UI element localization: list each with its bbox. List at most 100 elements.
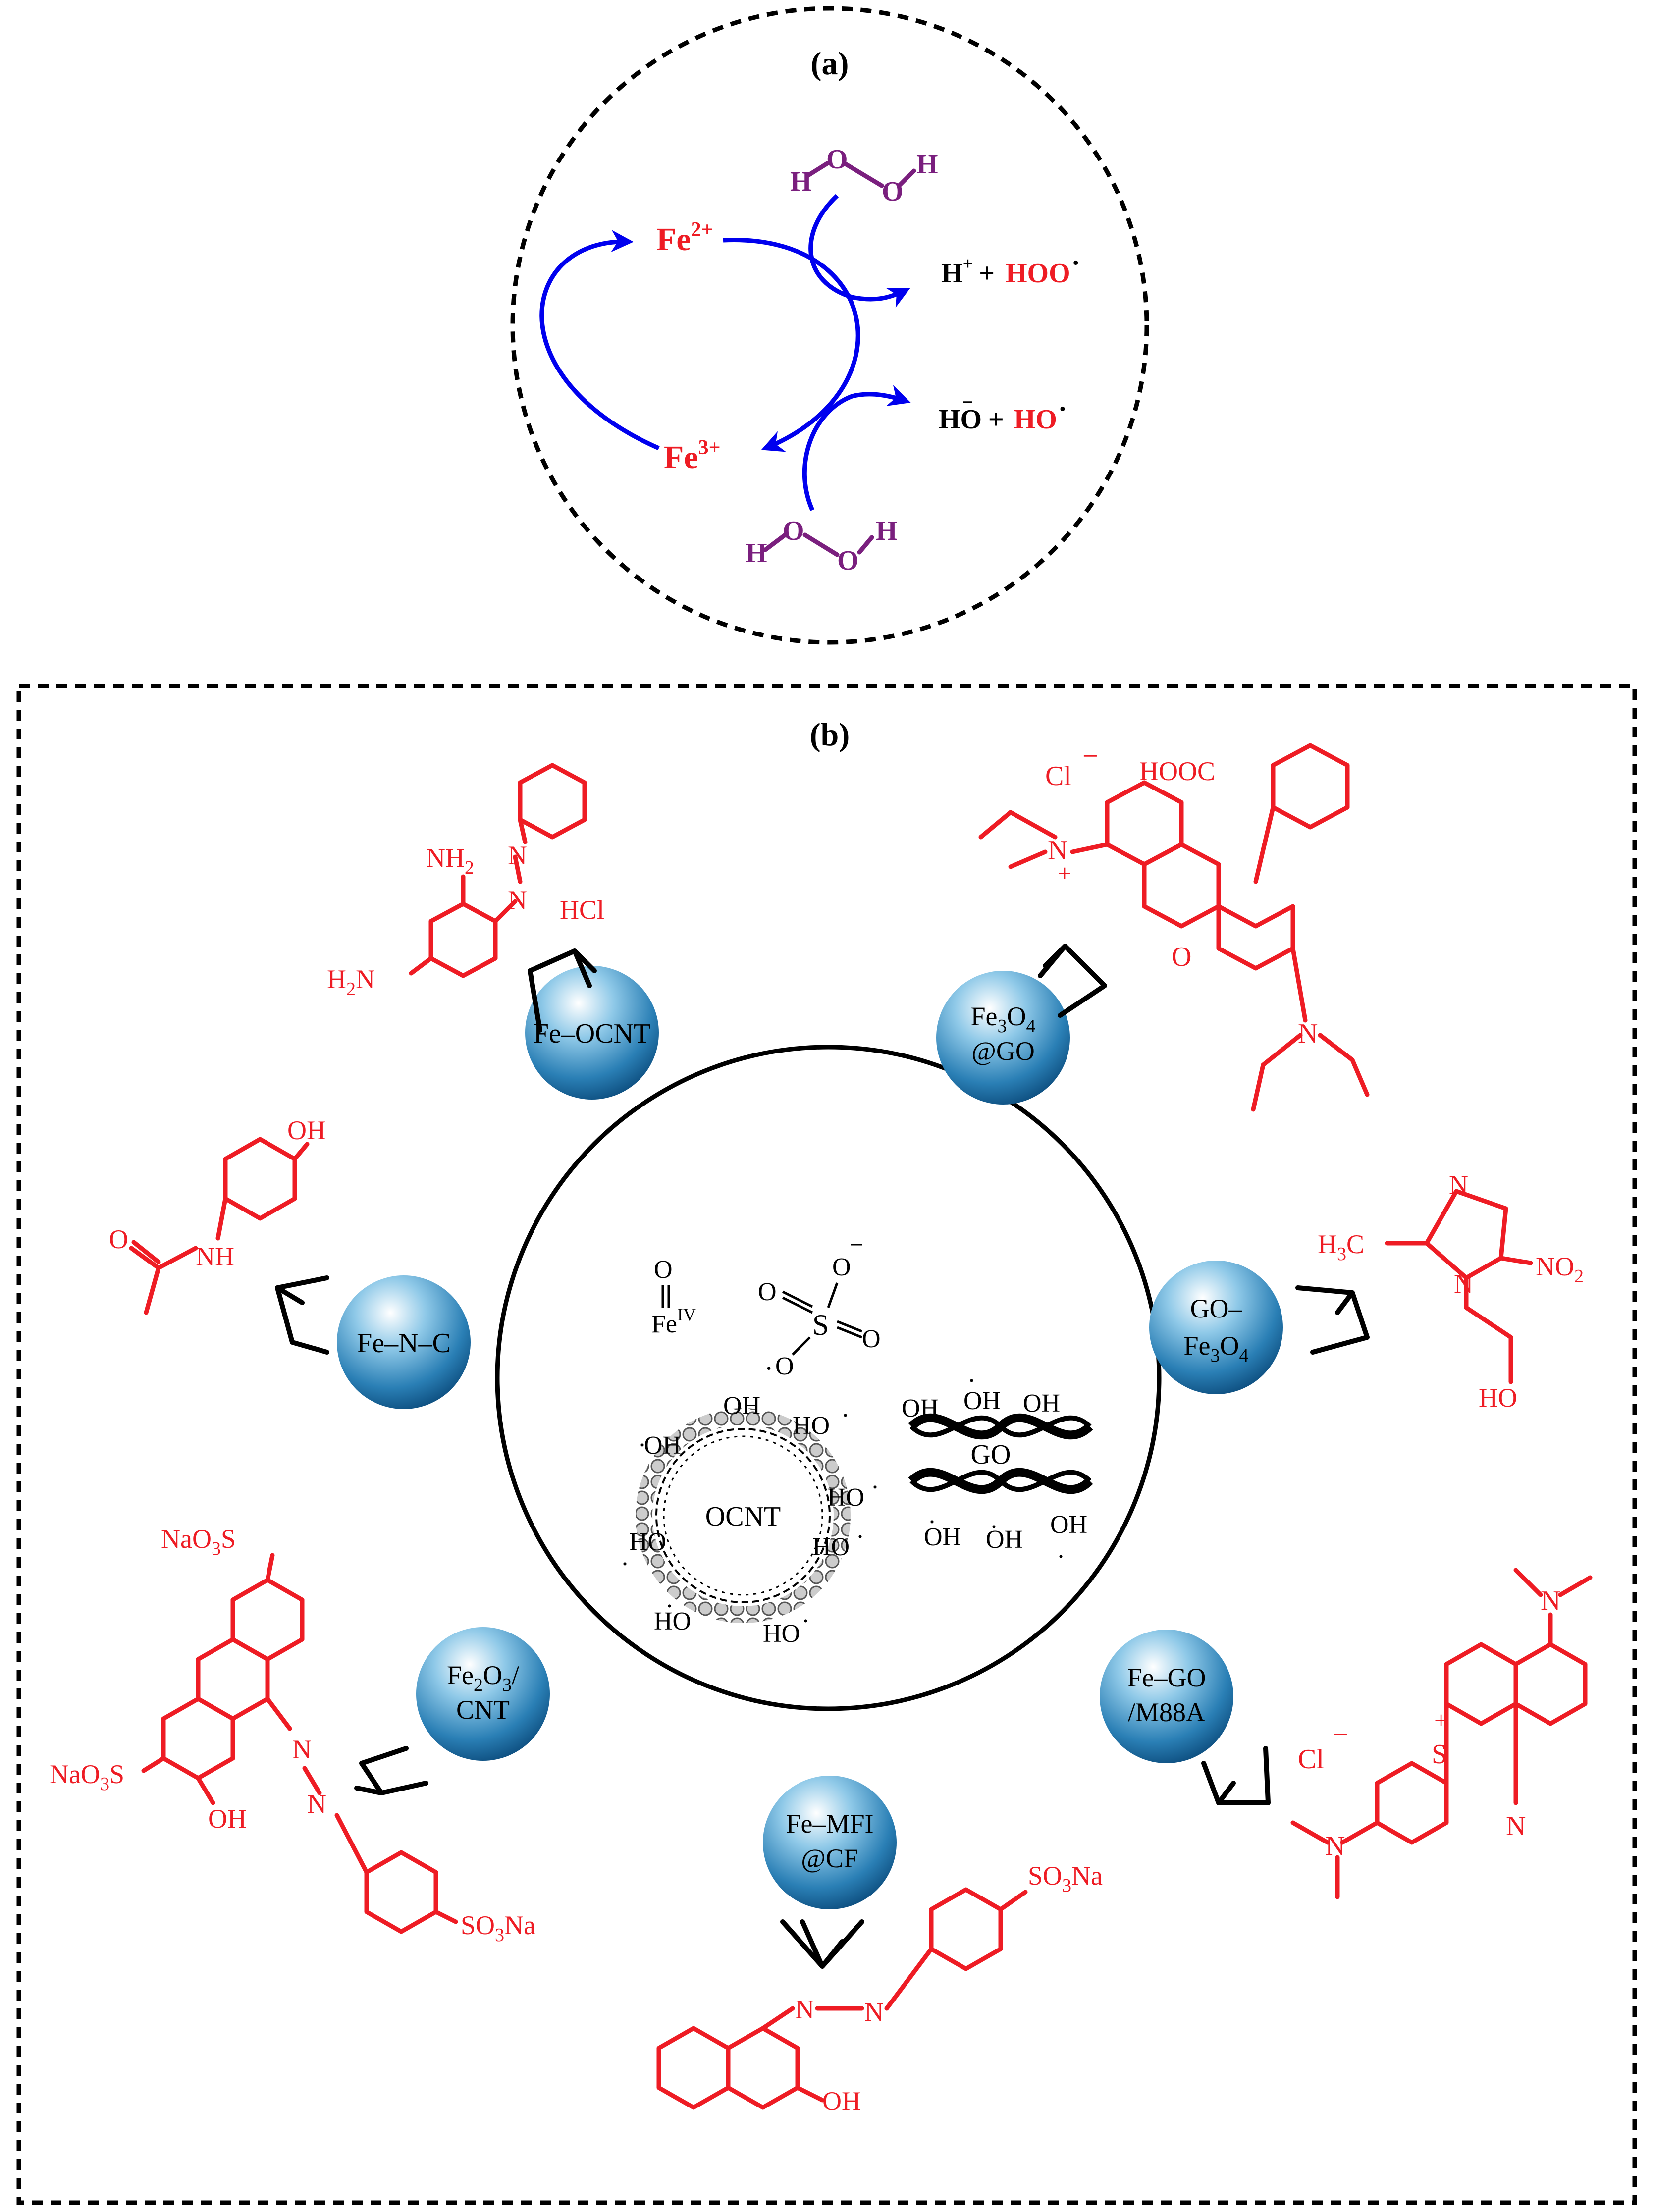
- catalyst-fe3o4-go: Fe3O4 @GO: [936, 971, 1070, 1105]
- cycle-arrow-left: [539, 230, 660, 451]
- svg-text:OH: OH: [1050, 1511, 1087, 1539]
- svg-text:OH: OH: [924, 1523, 961, 1551]
- dye-methylene-blue: Cl − S + N N N: [1290, 1568, 1593, 1899]
- dye-rhodamine: Cl − HOOC N + O N: [978, 741, 1370, 1112]
- catalyst-fe-ocnt: Fe–OCNT: [525, 966, 659, 1100]
- dye-chrysoidine: NH2 H2N N N HCl: [327, 763, 604, 1000]
- h2o2-top: H O O H: [790, 144, 938, 207]
- degrade-arrow-7: [275, 1275, 329, 1355]
- catalyst-fe-n-c: Fe–N–C: [337, 1275, 471, 1409]
- svg-text:HCl: HCl: [560, 895, 604, 925]
- dye-tartrazine-like: NaO3S NaO3S OH N N SO3Na: [50, 1524, 535, 1946]
- svg-text:O: O: [775, 1352, 794, 1380]
- svg-text:H: H: [916, 149, 938, 180]
- svg-text:S: S: [1432, 1739, 1447, 1770]
- catalyst-fe-mfi-cf: Fe–MFI @CF: [763, 1776, 897, 1909]
- svg-text:.: .: [622, 1543, 628, 1571]
- degrade-arrow-6: [354, 1746, 428, 1795]
- svg-text:.: .: [929, 1501, 935, 1529]
- svg-text:N: N: [1298, 1018, 1318, 1049]
- svg-text:OH: OH: [986, 1526, 1023, 1554]
- degrade-arrow-4: [1201, 1746, 1271, 1805]
- svg-text:−: −: [1082, 741, 1098, 772]
- svg-text:Cl: Cl: [1298, 1744, 1324, 1775]
- svg-text:HOOC: HOOC: [1139, 756, 1215, 786]
- svg-text:OH: OH: [723, 1392, 760, 1420]
- svg-text:Fe3O4: Fe3O4: [971, 1001, 1036, 1037]
- go-label: GO: [971, 1439, 1011, 1470]
- svg-text:.: .: [802, 1600, 809, 1628]
- svg-text:Fe2O3/: Fe2O3/: [447, 1660, 519, 1695]
- svg-text:O: O: [109, 1224, 128, 1254]
- ocnt-graphic: OCNT: [636, 1408, 851, 1623]
- go-radicals: OH OH . OH OH . OH . OH .: [902, 1360, 1087, 1564]
- svg-text:O: O: [654, 1256, 673, 1284]
- svg-text:O: O: [758, 1278, 777, 1306]
- ferryl-species: O FeIV: [651, 1256, 696, 1338]
- svg-text:N: N: [508, 885, 527, 915]
- svg-text:O: O: [832, 1253, 851, 1281]
- h2o2-arrow-bottom: [802, 385, 911, 511]
- product-bottom: HO−+HO.: [939, 386, 1066, 435]
- fe2-label: Fe2+: [656, 218, 713, 258]
- svg-text:NaO3S: NaO3S: [50, 1759, 124, 1794]
- svg-text:−: −: [1333, 1719, 1348, 1750]
- degrade-arrow-3: [1295, 1285, 1370, 1355]
- svg-text:CNT: CNT: [456, 1695, 510, 1725]
- go-graphic: GO: [908, 1413, 1093, 1494]
- svg-text:N: N: [864, 1997, 884, 2027]
- dye-paracetamol: OH O NH: [109, 1115, 326, 1315]
- svg-text:Fe–MFI: Fe–MFI: [786, 1809, 873, 1839]
- degrade-arrow-2: [1038, 944, 1107, 1018]
- svg-text:SO3Na: SO3Na: [1028, 1861, 1103, 1896]
- svg-text:N: N: [1325, 1831, 1345, 1861]
- svg-text:N: N: [795, 1995, 814, 2024]
- svg-text:OH: OH: [902, 1394, 939, 1422]
- svg-text:N: N: [1506, 1811, 1526, 1842]
- svg-text:OH: OH: [1023, 1389, 1060, 1418]
- svg-text:O: O: [862, 1325, 881, 1353]
- svg-text:@CF: @CF: [801, 1843, 858, 1873]
- svg-text:O: O: [826, 144, 848, 175]
- ocnt-radicals: OH OH . HO . HO . HO . HO . HO . HO .: [622, 1392, 878, 1648]
- svg-text:HO: HO: [793, 1412, 830, 1440]
- ocnt-label: OCNT: [705, 1501, 781, 1532]
- panel-a: (a) Fe2+ Fe3+ H O O H H O O H H++H: [510, 6, 1149, 645]
- degrade-arrow-1: [528, 948, 597, 1033]
- svg-text:.: .: [968, 1360, 975, 1388]
- svg-text:N: N: [1541, 1585, 1560, 1616]
- svg-text:H3C: H3C: [1318, 1229, 1364, 1264]
- svg-text:O: O: [882, 176, 904, 207]
- svg-text:.: .: [872, 1466, 878, 1494]
- svg-text:NH: NH: [196, 1242, 234, 1271]
- svg-text:HO: HO: [1479, 1383, 1517, 1413]
- svg-text:Fe–N–C: Fe–N–C: [357, 1328, 451, 1359]
- svg-text:HO: HO: [812, 1533, 850, 1561]
- svg-text:H: H: [876, 516, 898, 546]
- svg-text:+: +: [1058, 859, 1071, 887]
- svg-text:SO3Na: SO3Na: [461, 1910, 535, 1946]
- svg-text:NaO3S: NaO3S: [161, 1524, 236, 1559]
- h2o2-arrow-top: [808, 194, 911, 308]
- svg-text:Cl: Cl: [1045, 761, 1071, 791]
- svg-text:O: O: [783, 516, 804, 546]
- svg-text:N: N: [1449, 1170, 1468, 1200]
- fe3-label: Fe3+: [664, 436, 721, 475]
- svg-text:H: H: [746, 538, 767, 569]
- svg-text:.: .: [991, 1506, 997, 1534]
- sulfate-radical: S O − O O O .: [758, 1231, 881, 1380]
- catalyst-fe-go-m88a: Fe–GO /M88A: [1100, 1630, 1233, 1763]
- svg-text:Fe–GO: Fe–GO: [1127, 1663, 1206, 1692]
- product-top: H++HOO.: [941, 240, 1079, 289]
- h2o2-bottom: H O O H: [746, 516, 898, 576]
- center-circle: [495, 1045, 1162, 1711]
- svg-text:N: N: [307, 1789, 326, 1819]
- svg-text:H2N: H2N: [327, 964, 375, 1000]
- svg-text:N: N: [508, 841, 527, 870]
- svg-text:HO: HO: [654, 1607, 691, 1635]
- svg-text:.: .: [842, 1394, 849, 1422]
- panel-a-border: [510, 6, 1149, 645]
- catalyst-go-fe3o4: GO– Fe3O4: [1149, 1261, 1283, 1394]
- svg-text:+: +: [1434, 1706, 1448, 1734]
